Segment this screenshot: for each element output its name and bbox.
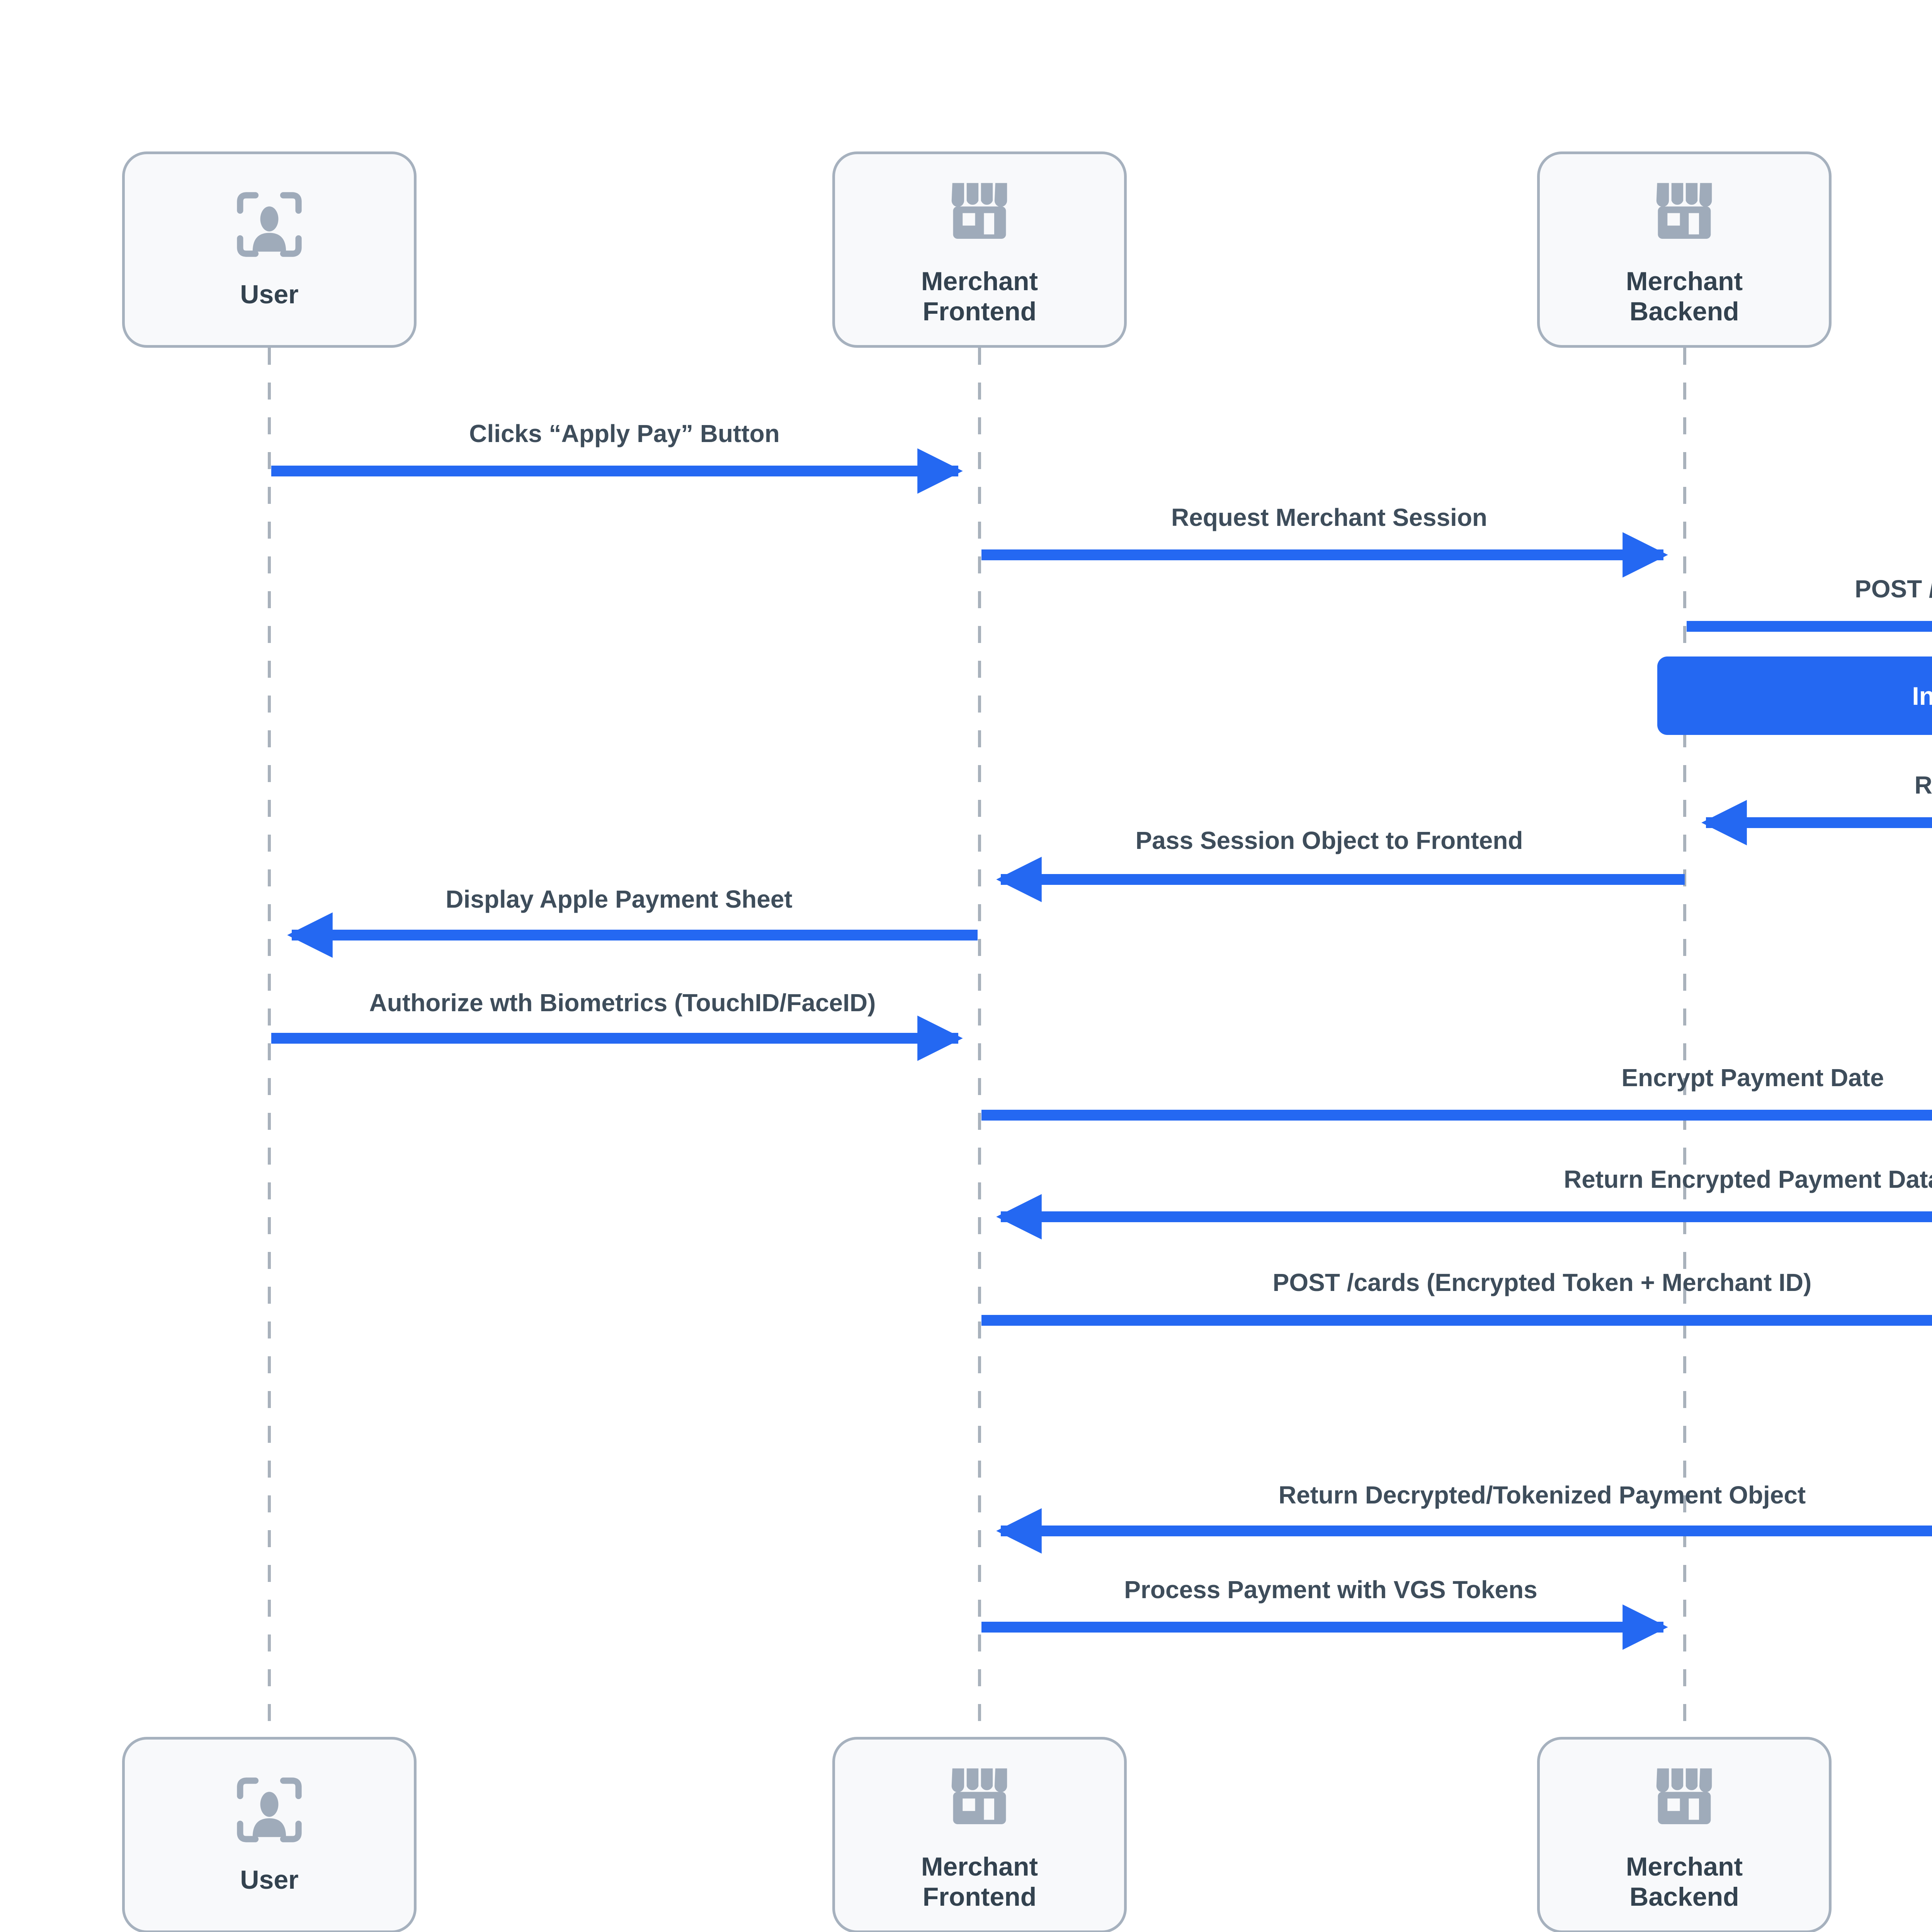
storefront-icon — [951, 1768, 1007, 1824]
actor-box-merchant-backend-top: Merchant Backend — [1537, 151, 1832, 348]
actor-label: Merchant Backend — [1626, 1852, 1743, 1912]
actor-label: Merchant Backend — [1626, 266, 1743, 326]
message-label-request-session: Request Merchant Session — [1171, 503, 1487, 531]
face-id-icon — [237, 192, 302, 257]
actor-label: User — [240, 1865, 299, 1895]
actor-label: User — [240, 279, 299, 309]
actor-box-user-top: User — [122, 151, 417, 348]
message-label-post-cards: POST /cards (Encrypted Token + Merchant … — [1272, 1269, 1812, 1296]
message-label-encrypt-payment: Encrypt Payment Date — [1621, 1064, 1884, 1092]
message-label-authorize-biometrics: Authorize wth Biometrics (TouchID/FaceID… — [369, 989, 876, 1017]
actor-box-merchant-backend-bottom: Merchant Backend — [1537, 1737, 1832, 1932]
note-includes-display-name-domain: Includes Display Name & Domain — [1657, 656, 1932, 735]
message-arrows — [271, 448, 1932, 1650]
actor-box-merchant-frontend-bottom: Merchant Frontend — [832, 1737, 1127, 1932]
message-label-post-payment-session: POST /paymentSession (with Identity Cert… — [1855, 575, 1932, 603]
face-id-icon — [237, 1777, 302, 1842]
storefront-icon — [1656, 1768, 1712, 1824]
message-label-return-tokenized: Return Decrypted/Tokenized Payment Objec… — [1278, 1481, 1806, 1509]
message-label-return-session-object: Return Merchant Session Object — [1914, 771, 1932, 799]
message-label-display-payment-sheet: Display Apple Payment Sheet — [446, 885, 793, 913]
actor-box-merchant-frontend-top: Merchant Frontend — [832, 151, 1127, 348]
storefront-icon — [1656, 183, 1712, 239]
message-label-pass-session-object: Pass Session Object to Frontend — [1135, 827, 1523, 854]
message-label-process-payment: Process Payment with VGS Tokens — [1124, 1576, 1537, 1604]
actor-label: Merchant Frontend — [921, 1852, 1038, 1912]
storefront-icon — [951, 183, 1007, 239]
message-label-return-encrypted: Return Encrypted Payment Data — [1563, 1165, 1932, 1193]
actor-box-user-bottom: User — [122, 1737, 417, 1932]
lifelines — [268, 348, 1686, 1737]
message-label-clicks-apple-pay: Clicks “Apply Pay” Button — [469, 420, 780, 447]
actor-label: Merchant Frontend — [921, 266, 1038, 326]
